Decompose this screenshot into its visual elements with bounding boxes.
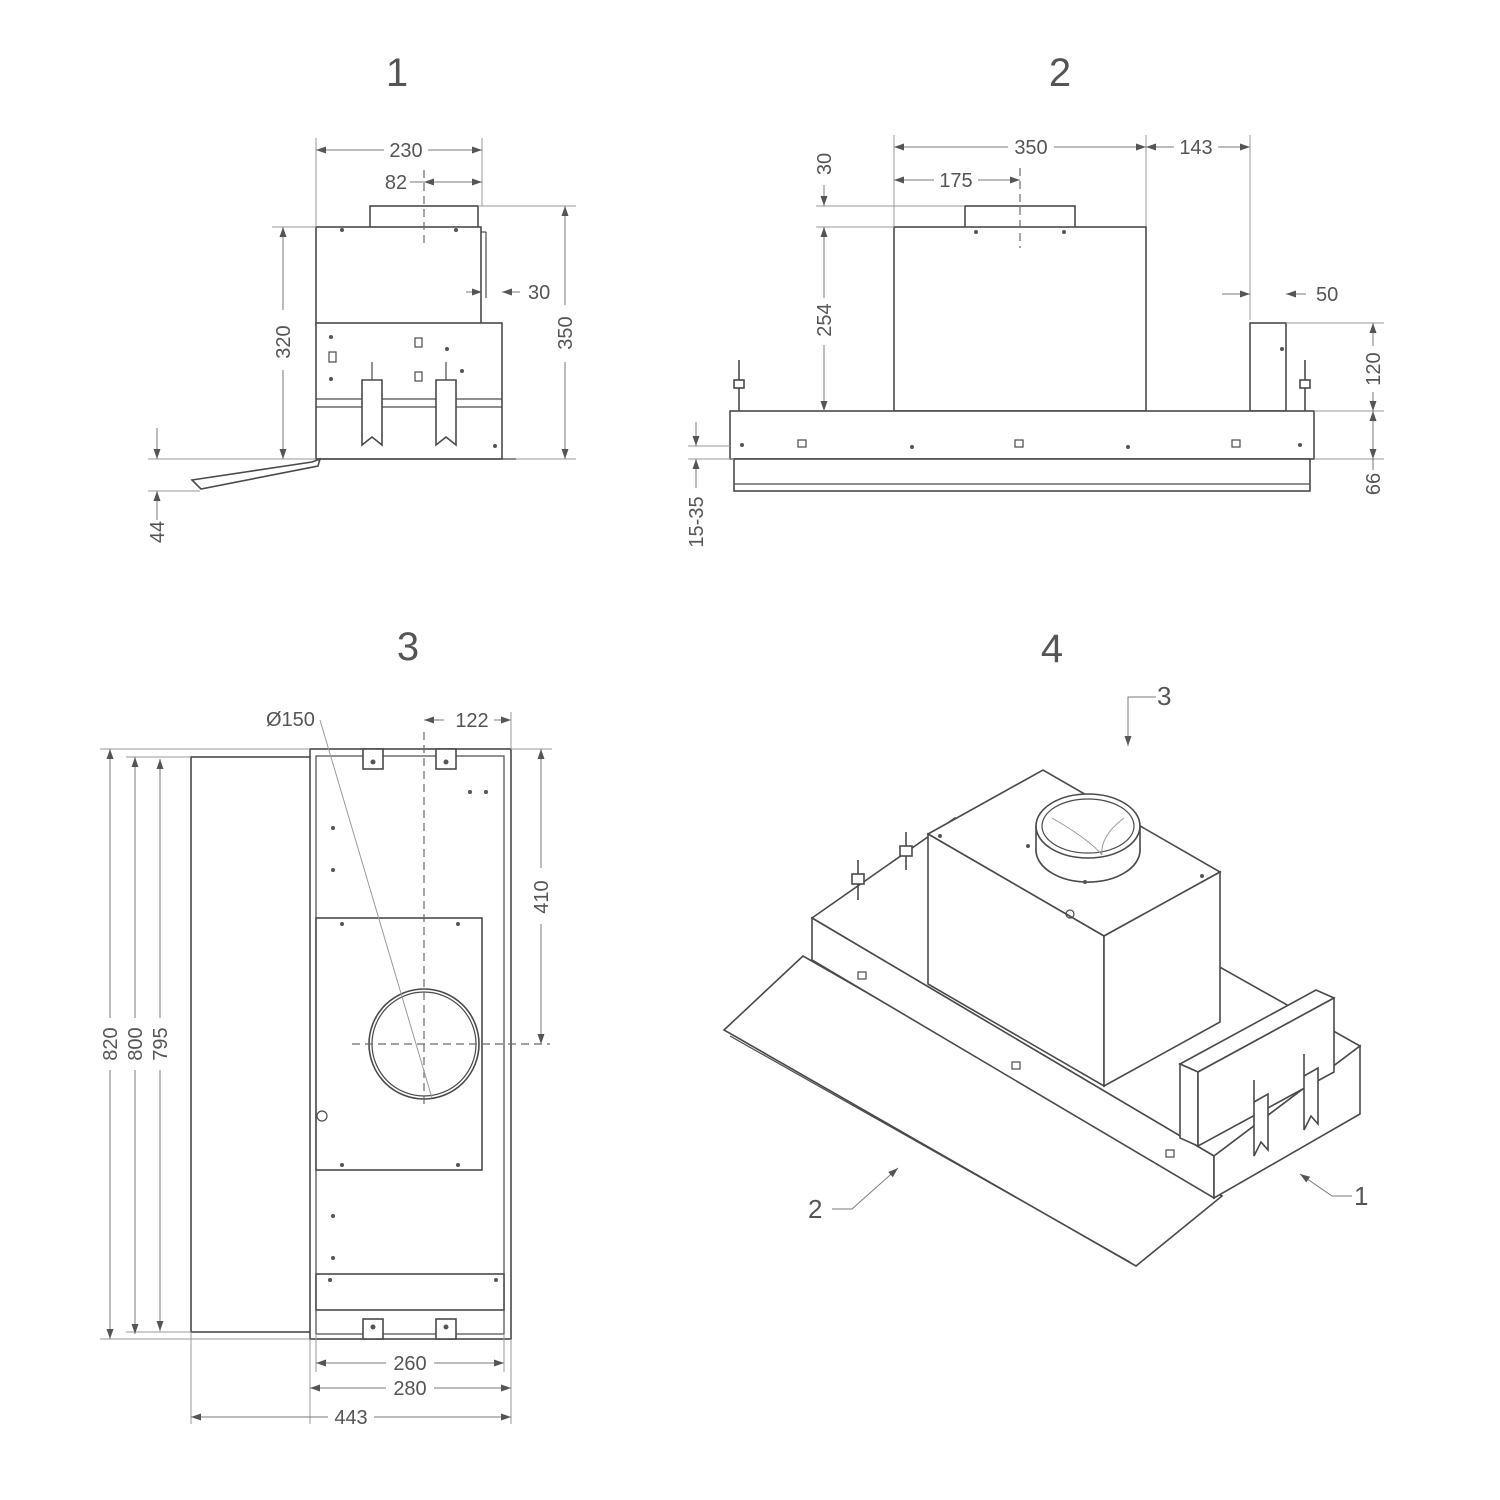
v1-dim-350: 350 <box>555 316 577 349</box>
v4-box-right <box>1103 870 1221 1088</box>
v2-frame <box>729 410 1315 460</box>
v1-bracket-left <box>361 379 383 447</box>
v3-dim-410: 410 <box>531 880 553 913</box>
v1-dim-320: 320 <box>273 325 295 358</box>
v2-dim-350: 350 <box>1014 137 1047 159</box>
v3-dim-820: 820 <box>100 1027 122 1060</box>
v2-motor-box <box>893 226 1147 412</box>
view-2-title: 2 <box>1049 51 1071 95</box>
v2-dim-143: 143 <box>1179 137 1212 159</box>
v2-dim-120: 120 <box>1363 352 1385 385</box>
v3-dim-122: 122 <box>455 710 488 732</box>
v1-dim-44: 44 <box>147 521 169 543</box>
v2-dim-30: 30 <box>814 153 836 175</box>
v1-lower-body <box>315 322 503 460</box>
v1-dim-230: 230 <box>389 140 422 162</box>
v1-bracket-right <box>435 379 457 447</box>
v2-panel <box>733 458 1311 492</box>
view-4-title: 4 <box>1041 627 1063 671</box>
v2-dim-254: 254 <box>814 303 836 336</box>
view-2-front: 350 143 175 30 254 50 120 66 15-35 <box>686 135 1385 548</box>
v1-flap <box>190 457 322 490</box>
v2-control-box <box>1249 322 1287 412</box>
v4-ctrl-front <box>1197 996 1335 1148</box>
v3-control-strip <box>315 1273 505 1311</box>
view-3-top: Ø150 122 410 820 800 795 260 280 <box>100 709 553 1429</box>
v2-dim-66: 66 <box>1363 473 1385 495</box>
v3-dim-280: 280 <box>393 1378 426 1400</box>
v4-callout-2: 2 <box>808 1194 822 1224</box>
v1-motor-box <box>315 226 482 326</box>
v1-dim-30: 30 <box>528 282 550 304</box>
v4-collar-top <box>1035 793 1141 859</box>
v4-callout-3: 3 <box>1157 681 1171 711</box>
v4-callout-1: 1 <box>1354 1181 1368 1211</box>
v3-flap <box>190 756 312 1333</box>
v3-dim-795: 795 <box>150 1027 172 1060</box>
v3-dim-800: 800 <box>125 1027 147 1060</box>
v1-dim-82: 82 <box>385 172 407 194</box>
v2-dim-50: 50 <box>1316 284 1338 306</box>
v2-dim-175: 175 <box>939 170 972 192</box>
view-1-title: 1 <box>386 51 408 95</box>
v3-dim-260: 260 <box>393 1353 426 1375</box>
v2-dim-15-35: 15-35 <box>686 496 708 547</box>
view-3-title: 3 <box>397 625 419 669</box>
v3-dim-443: 443 <box>334 1407 367 1429</box>
v3-dim-dia150: Ø150 <box>266 709 315 731</box>
view-4-isometric: 3 2 1 <box>722 681 1368 1267</box>
view-1-side: 230 82 30 320 350 44 <box>147 138 577 543</box>
